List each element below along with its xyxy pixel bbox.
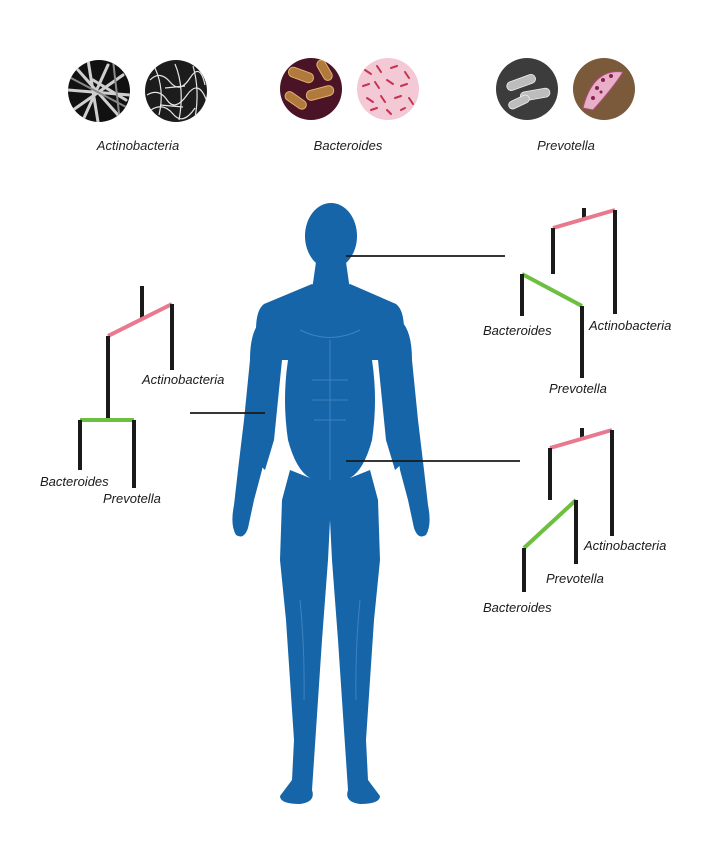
tree-right-bottom-outgroup-label: Actinobacteria (583, 538, 666, 553)
bacteroides-image-2 (357, 58, 419, 120)
label-bacteroides: Bacteroides (313, 138, 383, 153)
tree-right-top-pair-label-1: Bacteroides (483, 323, 552, 338)
body-muscle-lines (299, 329, 361, 701)
tree-right-bottom-basal-label: Bacteroides (483, 600, 552, 615)
actinobacteria-sem-image-1 (68, 60, 130, 122)
tree-left-pair-label-2: Prevotella (103, 491, 161, 506)
label-actinobacteria: Actinobacteria (96, 138, 180, 153)
label-prevotella: Prevotella (537, 138, 595, 153)
human-body-figure (232, 203, 430, 804)
tree-left-pair-label-1: Bacteroides (40, 474, 109, 489)
bacteroides-image-1 (280, 58, 342, 120)
actinobacteria-sem-image-2 (145, 60, 207, 122)
prevotella-image (573, 58, 635, 120)
tree-right-top-outgroup-label: Actinobacteria (588, 318, 671, 333)
tree-left (78, 286, 174, 488)
tree-right-bottom-inner-label: Prevotella (546, 571, 604, 586)
tree-left-outgroup-label: Actinobacteria (141, 372, 224, 387)
prevotella-sem-image (496, 58, 558, 120)
tree-right-bottom (522, 428, 614, 592)
tree-right-top-pair-label-2: Prevotella (549, 381, 607, 396)
tree-right-top (520, 208, 617, 378)
